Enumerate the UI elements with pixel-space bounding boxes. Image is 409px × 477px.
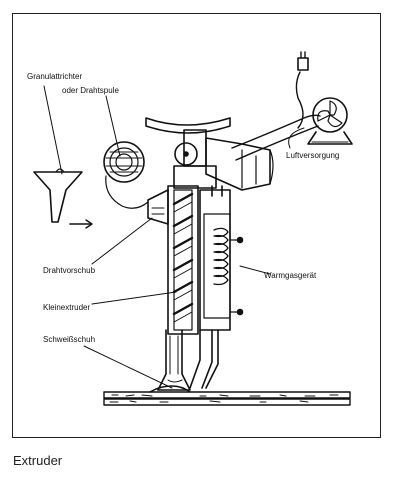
- hot-gas-housing: [199, 185, 244, 331]
- leader-lines: [43, 85, 305, 389]
- wire-feed-unit: [147, 189, 169, 225]
- figure-caption: Extruder: [13, 453, 63, 468]
- wire-spool: [103, 141, 149, 209]
- label-weld-shoe: Schweißschuh: [43, 335, 96, 344]
- granulate-hopper: [33, 168, 93, 229]
- air-hose: [231, 51, 321, 161]
- label-mini-extruder: Kleinextruder: [43, 303, 91, 312]
- hot-gas-nozzle: [189, 329, 219, 389]
- label-air-supply: Luftversorgung: [286, 151, 340, 160]
- weld-shoe: [157, 329, 191, 391]
- label-granulate-hopper: Granulattrichter: [27, 72, 83, 81]
- drive-column: [145, 117, 231, 189]
- workpiece-plates: [103, 385, 351, 406]
- air-blower: [307, 97, 353, 145]
- label-wire-spool: oder Drahtspule: [62, 86, 119, 95]
- label-wire-feed: Drahtvorschub: [43, 266, 96, 275]
- figure-frame: [12, 13, 381, 438]
- label-hot-gas-device: Warmgasgerät: [264, 271, 317, 280]
- extruder-barrel: [167, 185, 199, 335]
